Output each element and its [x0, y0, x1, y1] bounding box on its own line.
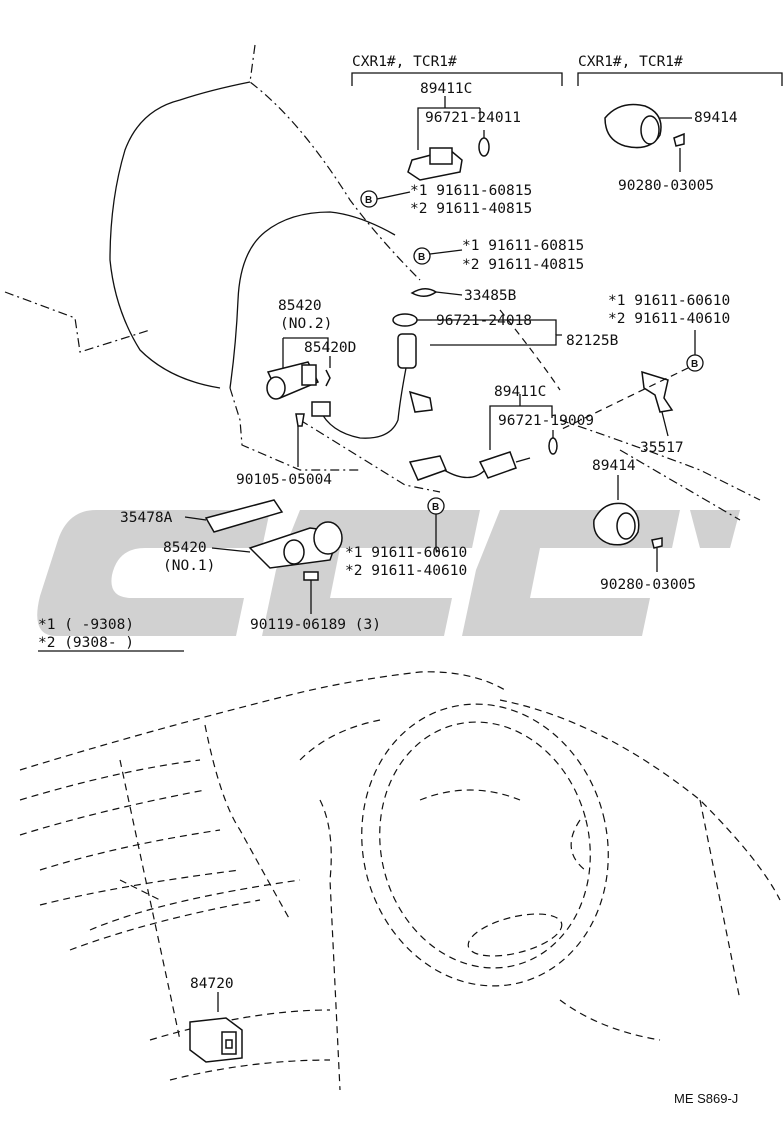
part-33485B: 33485B — [464, 288, 517, 304]
part-90280-top: 90280-03005 — [618, 178, 714, 194]
right-group-bracket: CXR1#, TCR1# — [577, 54, 783, 86]
svg-text:B: B — [432, 502, 439, 513]
callout-b-1: B — [360, 190, 411, 208]
bolt-40815-b: *2 91611-40815 — [462, 257, 584, 273]
part-89411C-mid: 89411C — [494, 384, 546, 400]
part-90280-mid: 90280-03005 — [600, 577, 696, 593]
part-85420-no1-tag: (NO.1) — [163, 558, 215, 574]
part-89414-mid: 89414 — [592, 458, 636, 474]
part-85420D: 85420D — [304, 340, 356, 356]
bolt-60815-b: *1 91611-60815 — [462, 238, 584, 254]
part-85420-no1: 85420 — [163, 540, 207, 556]
bolt-40610-center: *2 91611-40610 — [345, 563, 467, 579]
bolt-60815-a: *1 91611-60815 — [410, 183, 532, 199]
part-35517: 35517 — [640, 440, 684, 456]
date-legend: *1 ( -9308) *2 (9308- ) — [38, 617, 184, 652]
part-82125B: 82125B — [566, 333, 619, 349]
driven-gear-mid — [593, 475, 663, 572]
legend-line-2: *2 (9308- ) — [38, 635, 134, 651]
svg-text:B: B — [691, 359, 698, 370]
part-85420-no2: 85420 — [278, 298, 322, 314]
right-group-header: CXR1#, TCR1# — [578, 54, 683, 70]
part-85420-no2-tag: (NO.2) — [280, 316, 332, 332]
dashboard-outline — [19, 671, 781, 1091]
legend-line-1: *1 ( -9308) — [38, 617, 134, 633]
part-96721-24011: 96721-24011 — [425, 110, 521, 126]
svg-text:B: B — [365, 195, 372, 206]
solenoid-no1 — [184, 499, 343, 614]
bolt-40610-right: *2 91611-40610 — [608, 311, 730, 327]
solenoid-no2 — [266, 337, 331, 467]
part-90119-06189: 90119-06189 (3) — [250, 617, 381, 633]
svg-text:B: B — [418, 252, 425, 263]
part-96721-19009: 96721-19009 — [498, 413, 594, 429]
bolt-60610-center: *1 91611-60610 — [345, 545, 467, 561]
part-89411C-top: 89411C — [420, 81, 472, 97]
steering-wheel — [361, 703, 609, 987]
wire-harness-82125B — [311, 313, 562, 439]
part-90105-05004: 90105-05004 — [236, 472, 332, 488]
left-group-bracket: CXR1#, TCR1# — [351, 54, 563, 86]
speed-sensor-mid: B — [408, 394, 558, 553]
part-96721-24018: 96721-24018 — [436, 313, 532, 329]
part-89414-top: 89414 — [694, 110, 738, 126]
bracket-35517: B — [559, 330, 704, 437]
speed-sensor-top — [407, 96, 490, 181]
callout-b-2: B — [410, 247, 463, 297]
bolt-40815-a: *2 91611-40815 — [410, 201, 532, 217]
part-84720: 84720 — [190, 976, 234, 992]
left-group-header: CXR1#, TCR1# — [352, 54, 457, 70]
switch-84720 — [189, 992, 243, 1063]
diagram-reference-code: ME S869-J — [674, 1091, 738, 1106]
driven-gear-top — [604, 103, 692, 172]
bolt-60610-right: *1 91611-60610 — [608, 293, 730, 309]
part-35478A: 35478A — [120, 510, 173, 526]
